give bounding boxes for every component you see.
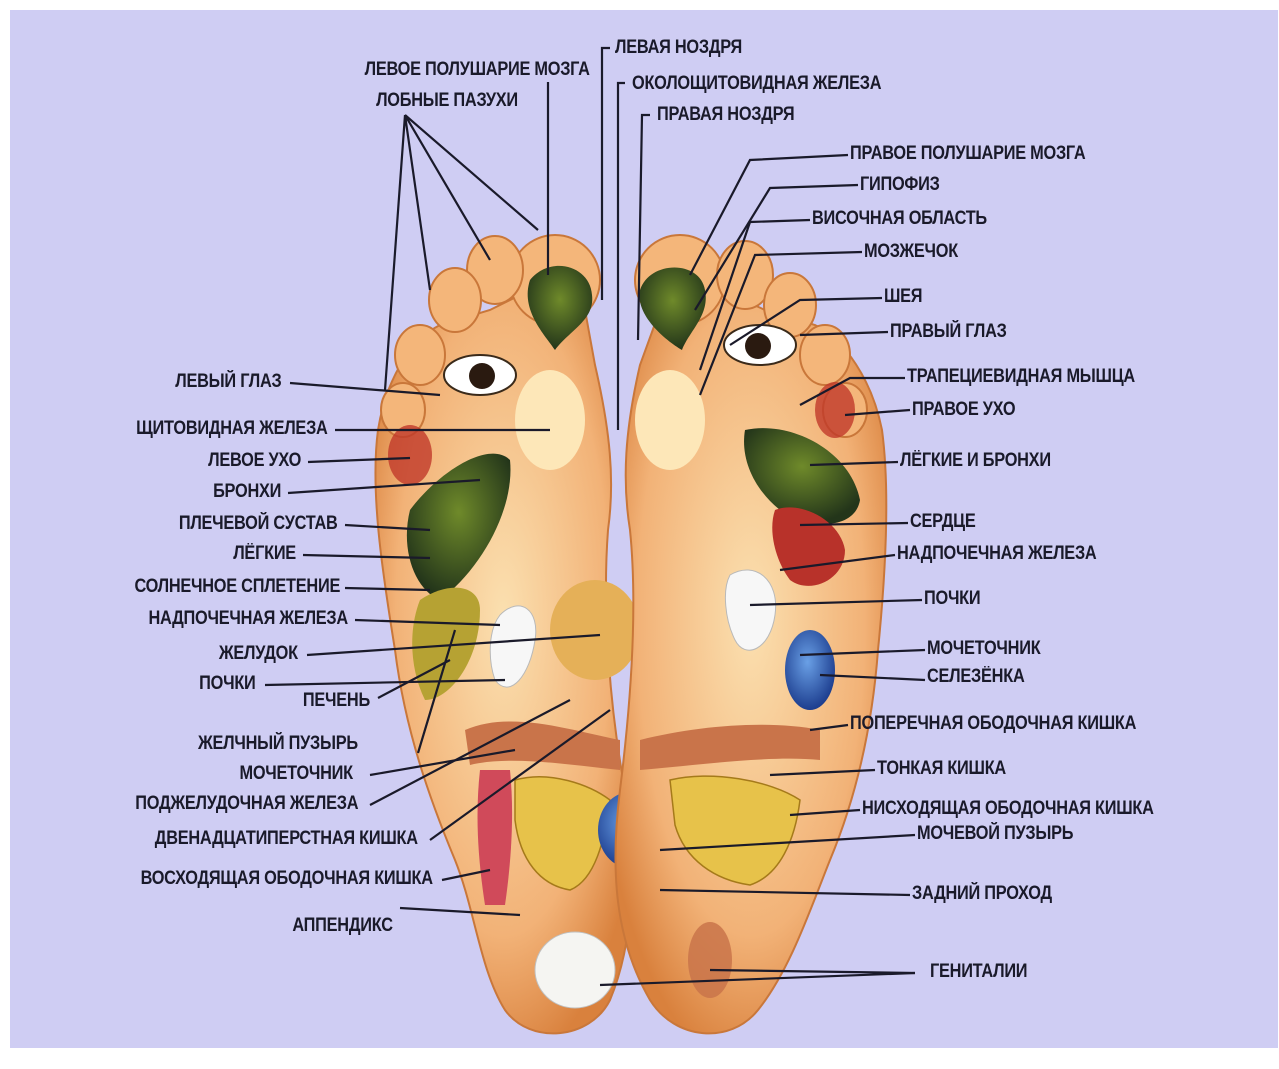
label-ascending-colon: ВОСХОДЯЩАЯ ОБОДОЧНАЯ КИШКА bbox=[141, 868, 433, 890]
label-bladder: МОЧЕВОЙ ПУЗЫРЬ bbox=[917, 823, 1073, 845]
label-pancreas: ПОДЖЕЛУДОЧНАЯ ЖЕЛЕЗА bbox=[135, 793, 358, 815]
label-descending-colon: НИСХОДЯЩАЯ ОБОДОЧНАЯ КИШКА bbox=[862, 798, 1154, 820]
label-lungs-bronchi: ЛЁГКИЕ И БРОНХИ bbox=[900, 450, 1051, 472]
right-foot bbox=[615, 235, 886, 1033]
label-left-nostril: ЛЕВАЯ НОЗДРЯ bbox=[615, 37, 742, 59]
reflexology-diagram: ЛЕВОЕ ПОЛУШАРИЕ МОЗГА ЛОБНЫЕ ПАЗУХИ ЛЕВА… bbox=[10, 10, 1278, 1048]
label-ureter-right: МОЧЕТОЧНИК bbox=[927, 638, 1040, 660]
label-heart: СЕРДЦЕ bbox=[910, 511, 976, 533]
right-genital-area bbox=[688, 922, 732, 998]
label-liver: ПЕЧЕНЬ bbox=[303, 690, 370, 712]
label-pituitary: ГИПОФИЗ bbox=[860, 174, 940, 196]
left-eye-iris bbox=[469, 363, 495, 389]
label-frontal-sinuses: ЛОБНЫЕ ПАЗУХИ bbox=[376, 90, 518, 112]
label-lungs: ЛЁГКИЕ bbox=[233, 543, 296, 565]
label-cerebellum: МОЗЖЕЧОК bbox=[864, 241, 958, 263]
label-right-brain-hemisphere: ПРАВОЕ ПОЛУШАРИЕ МОЗГА bbox=[850, 143, 1085, 165]
label-neck: ШЕЯ bbox=[884, 286, 922, 308]
label-adrenal-left: НАДПОЧЕЧНАЯ ЖЕЛЕЗА bbox=[149, 608, 348, 630]
spleen-area bbox=[785, 630, 835, 710]
label-gallbladder: ЖЕЛЧНЫЙ ПУЗЫРЬ bbox=[198, 733, 358, 755]
label-left-eye: ЛЕВЫЙ ГЛАЗ bbox=[176, 371, 282, 393]
label-stomach: ЖЕЛУДОК bbox=[219, 643, 298, 665]
left-toe-3 bbox=[429, 268, 481, 332]
label-right-eye: ПРАВЫЙ ГЛАЗ bbox=[890, 321, 1007, 343]
label-left-brain-hemisphere: ЛЕВОЕ ПОЛУШАРИЕ МОЗГА bbox=[365, 59, 590, 81]
right-thyroid-area bbox=[635, 370, 705, 470]
label-thyroid: ЩИТОВИДНАЯ ЖЕЛЕЗА bbox=[137, 418, 328, 440]
label-ureter-left: МОЧЕТОЧНИК bbox=[240, 763, 353, 785]
label-adrenal-right: НАДПОЧЕЧНАЯ ЖЕЛЕЗА bbox=[897, 543, 1096, 565]
left-ascending-colon bbox=[478, 770, 513, 905]
label-left-ear: ЛЕВОЕ УХО bbox=[208, 450, 301, 472]
label-small-intestine: ТОНКАЯ КИШКА bbox=[877, 758, 1006, 780]
label-kidneys-right: ПОЧКИ bbox=[924, 588, 980, 610]
label-genitals: ГЕНИТАЛИИ bbox=[930, 961, 1027, 983]
label-appendix: АППЕНДИКС bbox=[293, 915, 393, 937]
right-eye-iris bbox=[745, 333, 771, 359]
label-parathyroid-gland: ОКОЛОЩИТОВИДНАЯ ЖЕЛЕЗА bbox=[632, 73, 881, 95]
label-kidneys-left: ПОЧКИ bbox=[200, 673, 256, 695]
label-right-ear: ПРАВОЕ УХО bbox=[912, 399, 1015, 421]
label-solar-plexus: СОЛНЕЧНОЕ СПЛЕТЕНИЕ bbox=[134, 576, 340, 598]
label-right-nostril: ПРАВАЯ НОЗДРЯ bbox=[657, 104, 794, 126]
left-genital-area bbox=[535, 932, 615, 1008]
left-ear-area bbox=[388, 425, 432, 485]
label-temporal-area: ВИСОЧНАЯ ОБЛАСТЬ bbox=[812, 208, 987, 230]
left-stomach-area bbox=[550, 580, 640, 680]
label-trapezius: ТРАПЕЦИЕВИДНАЯ МЫШЦА bbox=[907, 366, 1135, 388]
label-bronchi: БРОНХИ bbox=[213, 481, 281, 503]
label-spleen: СЕЛЕЗЁНКА bbox=[927, 666, 1024, 688]
label-duodenum: ДВЕНАДЦАТИПЕРСТНАЯ КИШКА bbox=[155, 828, 418, 850]
left-thyroid-area bbox=[515, 370, 585, 470]
label-transverse-colon: ПОПЕРЕЧНАЯ ОБОДОЧНАЯ КИШКА bbox=[850, 713, 1136, 735]
label-shoulder-joint: ПЛЕЧЕВОЙ СУСТАВ bbox=[179, 513, 338, 535]
label-anus: ЗАДНИЙ ПРОХОД bbox=[912, 883, 1052, 905]
left-toe-4 bbox=[395, 325, 445, 385]
right-ear-area bbox=[815, 382, 855, 438]
